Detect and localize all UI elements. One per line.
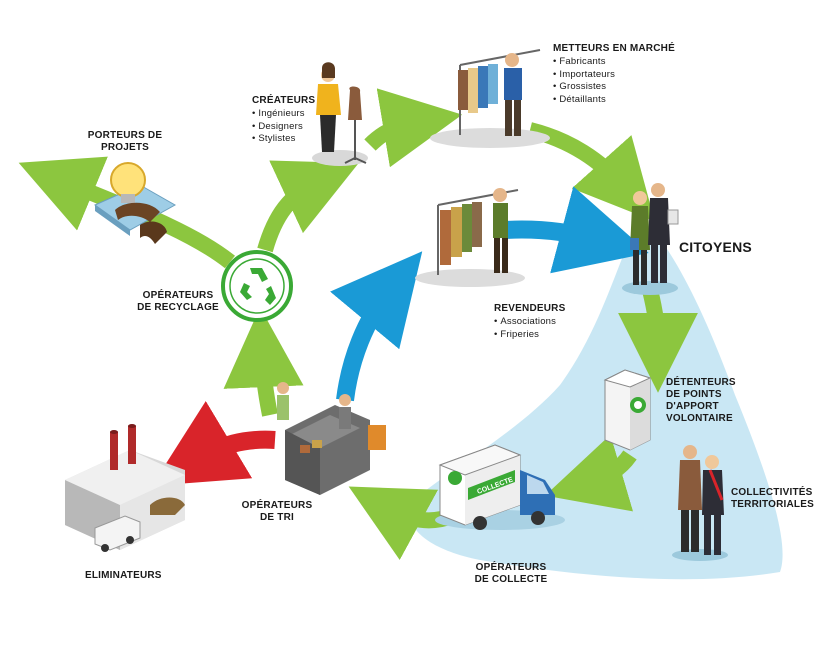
- collection-truck-illustration: COLLECTE: [435, 444, 565, 530]
- arrow-tri-to-eliminateurs: [151, 401, 276, 486]
- factory-illustration: [65, 424, 185, 552]
- citizens-illustration: [622, 183, 679, 295]
- createurs-title: CRÉATEURS: [252, 95, 316, 106]
- arrow-createurs-to-metteurs: [364, 88, 463, 168]
- collection-bin-illustration: [603, 369, 652, 451]
- clothing-rack-illustration: [430, 49, 550, 148]
- metteurs-item: Grossistes: [553, 81, 683, 94]
- arrow-tri-to-recycling: [223, 307, 304, 417]
- label-detenteurs: DÉTENTEURS DE POINTS D'APPORT VOLONTAIRE: [666, 377, 776, 425]
- createurs-item: Designers: [252, 121, 332, 134]
- collecte-title: OPÉRATEURS DE COLLECTE: [474, 562, 548, 585]
- arrow-detenteurs-to-collecte: [545, 434, 637, 512]
- label-operateurs-de-tri: OPÉRATEURS DE TRI: [240, 500, 314, 524]
- metteurs-item: Fabricants: [553, 56, 683, 69]
- citoyens-title: CITOYENS: [679, 239, 752, 255]
- revendeurs-item: Associations: [494, 316, 584, 329]
- metteurs-title: METTEURS EN MARCHÉ: [553, 43, 675, 54]
- label-operateurs-de-recyclage: OPÉRATEURS DE RECYCLAGE: [130, 290, 226, 314]
- project-lightbulb-illustration: [93, 162, 177, 244]
- createurs-item: Ingénieurs: [252, 108, 332, 121]
- revendeurs-item: Friperies: [494, 329, 584, 342]
- arrow-revendeurs-to-citoyens: [504, 186, 649, 274]
- porteurs-title: PORTEURS DE PROJETS: [87, 130, 163, 153]
- tri-title: OPÉRATEURS DE TRI: [241, 500, 313, 523]
- arrow-tri-to-revendeurs: [330, 251, 423, 402]
- label-porteurs-de-projets: PORTEURS DE PROJETS: [84, 130, 166, 154]
- label-collectivites: COLLECTIVITÉS TERRITORIALES: [731, 487, 821, 511]
- metteurs-item: Détaillants: [553, 94, 683, 107]
- recyclage-title: OPÉRATEURS DE RECYCLAGE: [137, 290, 219, 313]
- officials-illustration: [672, 445, 728, 561]
- arrow-citoyens-to-detenteurs: [617, 288, 698, 393]
- label-metteurs-en-marche: METTEURS EN MARCHÉ Fabricants Importateu…: [553, 43, 683, 106]
- eliminateurs-title: ELIMINATEURS: [85, 570, 162, 581]
- detenteurs-title: DÉTENTEURS DE POINTS D'APPORT VOLONTAIRE: [666, 377, 736, 424]
- arrow-recycling-to-createurs: [257, 160, 359, 253]
- collectivites-title: COLLECTIVITÉS TERRITORIALES: [731, 487, 814, 510]
- metteurs-item: Importateurs: [553, 69, 683, 82]
- recycle-icon: [221, 250, 293, 322]
- createurs-item: Stylistes: [252, 133, 332, 146]
- label-operateurs-de-collecte: OPÉRATEURS DE COLLECTE: [470, 562, 552, 586]
- label-revendeurs: REVENDEURS Associations Friperies: [494, 303, 584, 341]
- resellers-rack-illustration: [415, 188, 525, 287]
- revendeurs-title: REVENDEURS: [494, 303, 566, 314]
- label-createurs: CRÉATEURS Ingénieurs Designers Stylistes: [252, 95, 332, 146]
- label-citoyens: CITOYENS: [679, 239, 769, 255]
- sorting-station-illustration: [277, 382, 386, 495]
- label-eliminateurs: ELIMINATEURS: [85, 570, 175, 582]
